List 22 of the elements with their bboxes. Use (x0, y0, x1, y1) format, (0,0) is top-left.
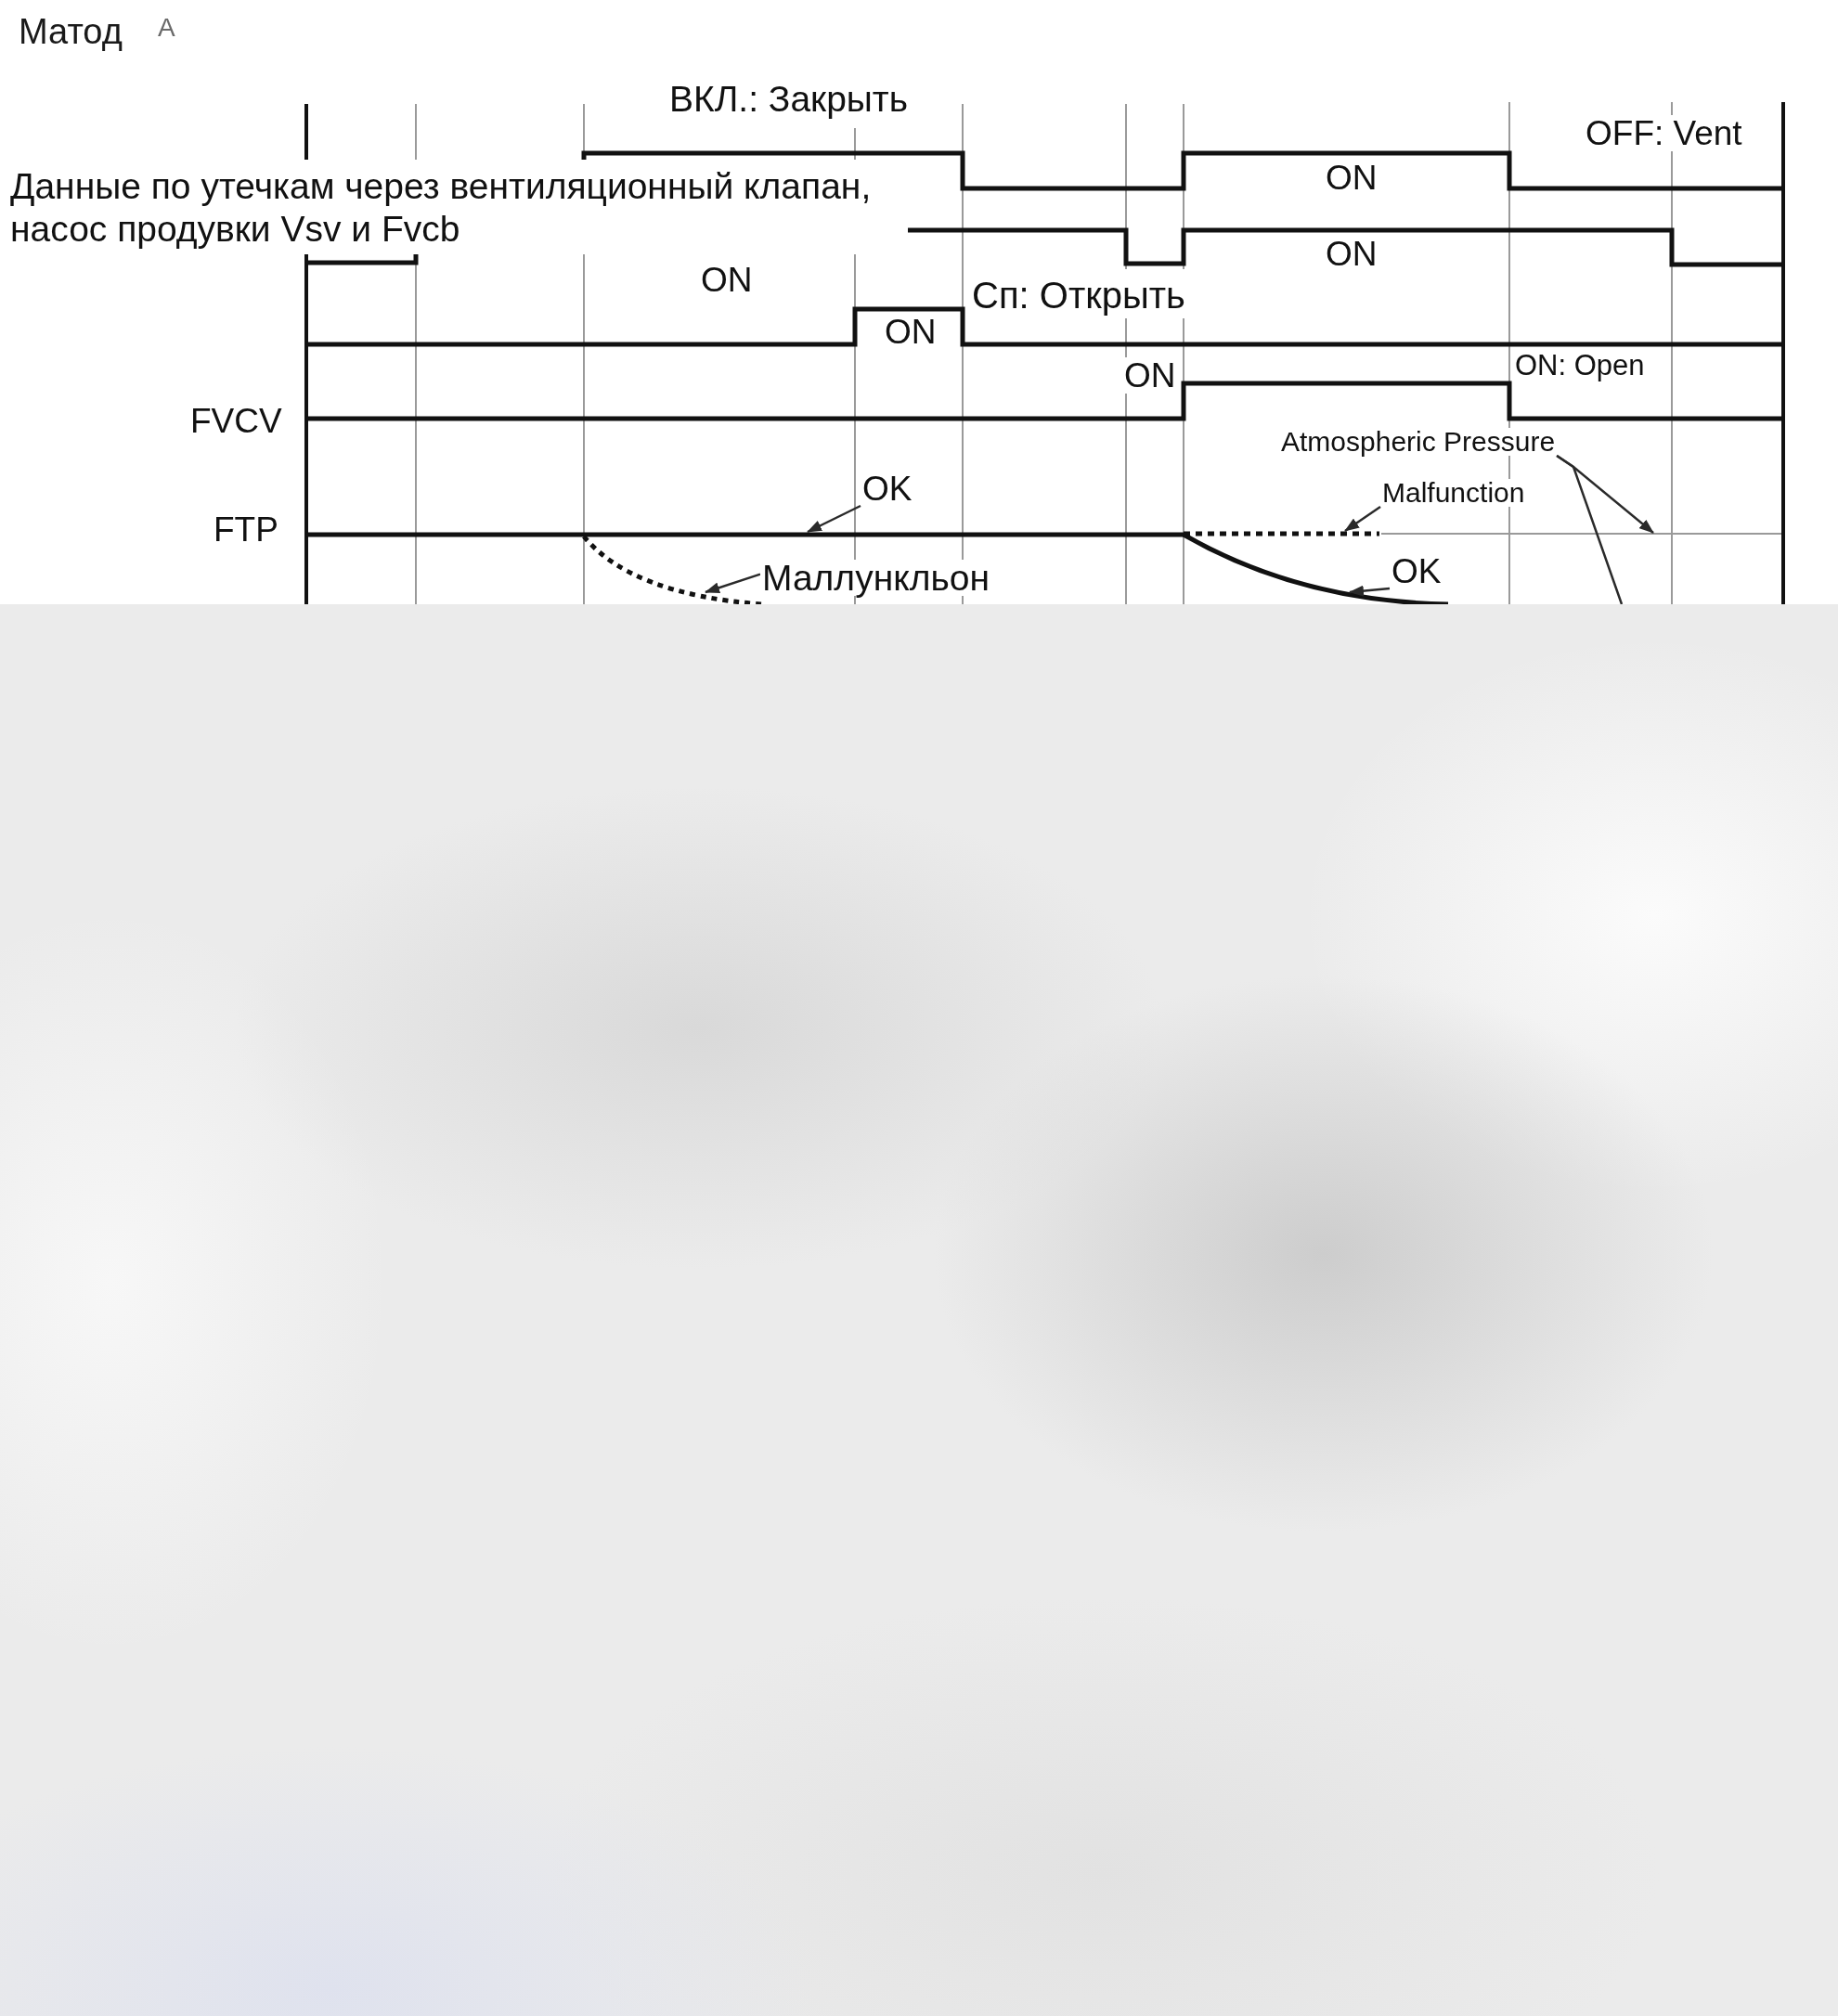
state-label: ВКЛ.: Закрыть (668, 80, 910, 118)
leader-line (1344, 505, 1381, 533)
solid-line (1380, 533, 1782, 535)
dotted-curve (582, 535, 762, 604)
state-label: ON (884, 314, 938, 350)
leader-line (1349, 585, 1391, 597)
heading-letter: A (157, 14, 176, 42)
state-label: ON: Open (1514, 350, 1646, 381)
state-label: Сп: Открыть (971, 276, 1186, 315)
state-label: ON (1325, 236, 1378, 272)
leader-line (1556, 454, 1624, 604)
leader-line (807, 504, 861, 534)
solid-line (306, 532, 1184, 537)
state-label: ON (700, 262, 754, 298)
signal-name: FVCV (189, 403, 283, 439)
callout-label: OK (1390, 554, 1443, 588)
callout-label: OK (861, 472, 914, 506)
leader-line (705, 573, 761, 594)
diagram-title: Матод (18, 13, 123, 50)
signal-name: FTP (213, 511, 279, 548)
solid-curve (1182, 532, 1449, 604)
state-label: ON (1325, 160, 1378, 196)
